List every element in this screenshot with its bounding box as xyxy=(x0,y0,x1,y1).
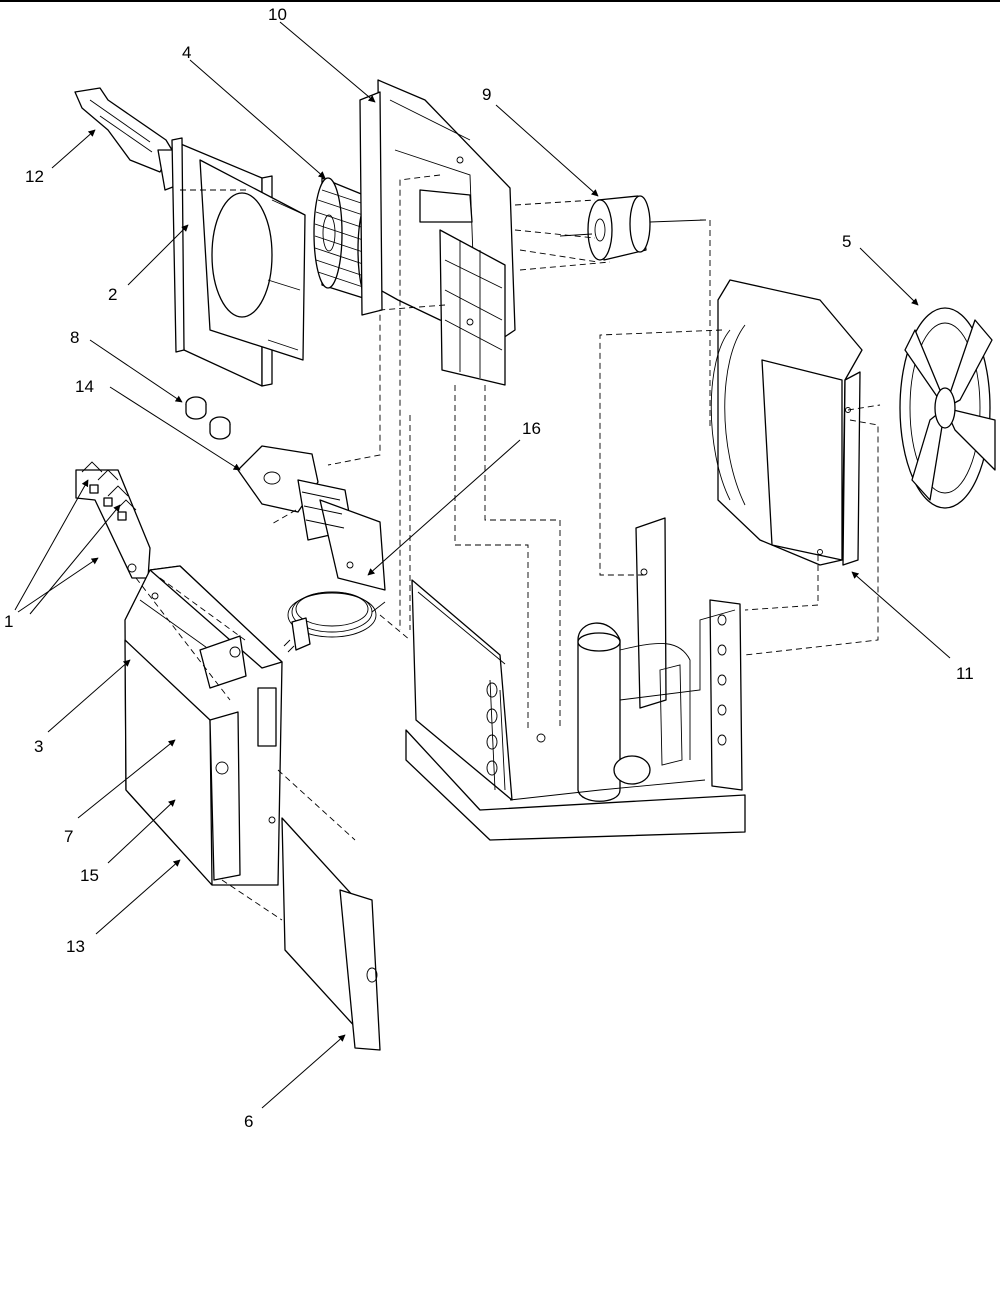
part-11-condenser-shroud xyxy=(710,279,863,566)
callout-6: 6 xyxy=(244,1112,253,1131)
callout-5: 5 xyxy=(842,232,851,251)
callout-14: 14 xyxy=(75,377,94,396)
part-2-blower-housing xyxy=(171,137,306,387)
callout-15: 15 xyxy=(80,866,99,885)
part-5-condenser-fan-blade xyxy=(899,307,996,509)
callout-8: 8 xyxy=(70,328,79,347)
assembly-guide-lines xyxy=(135,174,881,921)
front-cabinet xyxy=(124,565,283,886)
callout-labels: 10 4 9 12 2 5 8 14 16 1 11 3 7 15 13 6 xyxy=(4,5,974,1131)
callout-7: 7 xyxy=(64,827,73,846)
part-14-control-box xyxy=(237,445,386,591)
callout-1: 1 xyxy=(4,612,13,631)
part-10-bulkhead xyxy=(359,79,516,386)
callout-16: 16 xyxy=(522,419,541,438)
callout-13: 13 xyxy=(66,937,85,956)
callout-4: 4 xyxy=(182,43,191,62)
part-9-fan-motor xyxy=(559,195,706,261)
callout-10: 10 xyxy=(268,5,287,24)
callout-3: 3 xyxy=(34,737,43,756)
part-12-air-deflector xyxy=(74,87,179,191)
part-6-air-filter xyxy=(281,817,381,1051)
callout-9: 9 xyxy=(482,85,491,104)
leader-lines xyxy=(14,21,951,1109)
part-16-power-cord xyxy=(283,591,386,653)
callout-12: 12 xyxy=(25,167,44,186)
part-1-terminal-blocks xyxy=(75,461,151,579)
callout-11: 11 xyxy=(956,664,974,683)
part-8-control-knobs xyxy=(185,396,231,440)
chassis-assembly xyxy=(405,517,746,841)
callout-2: 2 xyxy=(108,285,117,304)
